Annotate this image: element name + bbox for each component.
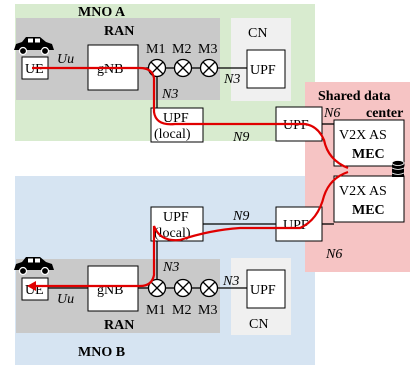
m1-a-label: M1 [146,42,165,57]
n3-a-core-label: N3 [223,72,240,87]
upf-local-a-label2: (local) [154,127,191,142]
ran-b-title: RAN [104,318,134,333]
m3-a-label: M3 [198,42,217,57]
n9-a-label: N9 [232,130,249,145]
upf-a-box [246,49,286,89]
upf-shared-b-box [275,206,323,242]
mec-a-label: MEC [352,147,385,162]
mno-b-label: MNO B [78,345,125,360]
upf-shared-a-label: UPF [283,118,309,133]
shared-dc-label-1: Shared data [318,89,390,104]
database-icon [391,160,405,177]
ran-a-title: RAN [104,24,134,39]
car-icon [14,257,54,276]
car-icon [14,37,54,56]
v2x-a-box [333,119,405,167]
v2x-b-label: V2X AS [339,184,387,199]
router-m1-a [147,58,167,78]
v2x-b-box [333,175,405,223]
cn-a-title: CN [248,26,267,41]
router-m3-a [199,58,219,78]
upf-shared-b-label: UPF [283,218,309,233]
n3-a-local-label: N3 [161,87,178,102]
mec-b-label: MEC [352,203,385,218]
shared-dc-label-2: center [366,106,403,121]
n9-b-label: N9 [232,209,249,224]
n6-a-label: N6 [323,106,340,121]
router-m3-b [199,278,219,298]
n3-b-core-label: N3 [222,274,239,289]
upf-local-b-label1: UPF [163,210,189,225]
data-path-arrowhead [27,281,36,291]
router-m1-b [147,278,167,298]
uu-b-label: Uu [57,292,74,307]
gnb-a-label: gNB [97,62,123,77]
data-path-mno-b [32,170,349,288]
m3-b-label: M3 [198,303,217,318]
upf-b-label: UPF [250,283,276,298]
router-m2-b [173,278,193,298]
cn-b-title: CN [249,317,268,332]
data-path-mno-a [32,66,349,170]
v2x-a-label: V2X AS [339,128,387,143]
n3-b-local-label: N3 [162,260,179,275]
ue-a-label: UE [25,62,44,77]
m1-b-label: M1 [146,303,165,318]
mno-a-label: MNO A [78,5,126,20]
n6-b-label: N6 [325,247,342,262]
upf-local-a-label1: UPF [163,111,189,126]
m2-a-label: M2 [172,42,191,57]
upf-b-box [246,269,286,309]
uu-a-label: Uu [57,52,74,67]
m2-b-label: M2 [172,303,191,318]
router-m2-a [173,58,193,78]
upf-a-label: UPF [250,63,276,78]
gnb-b-box [87,265,139,312]
